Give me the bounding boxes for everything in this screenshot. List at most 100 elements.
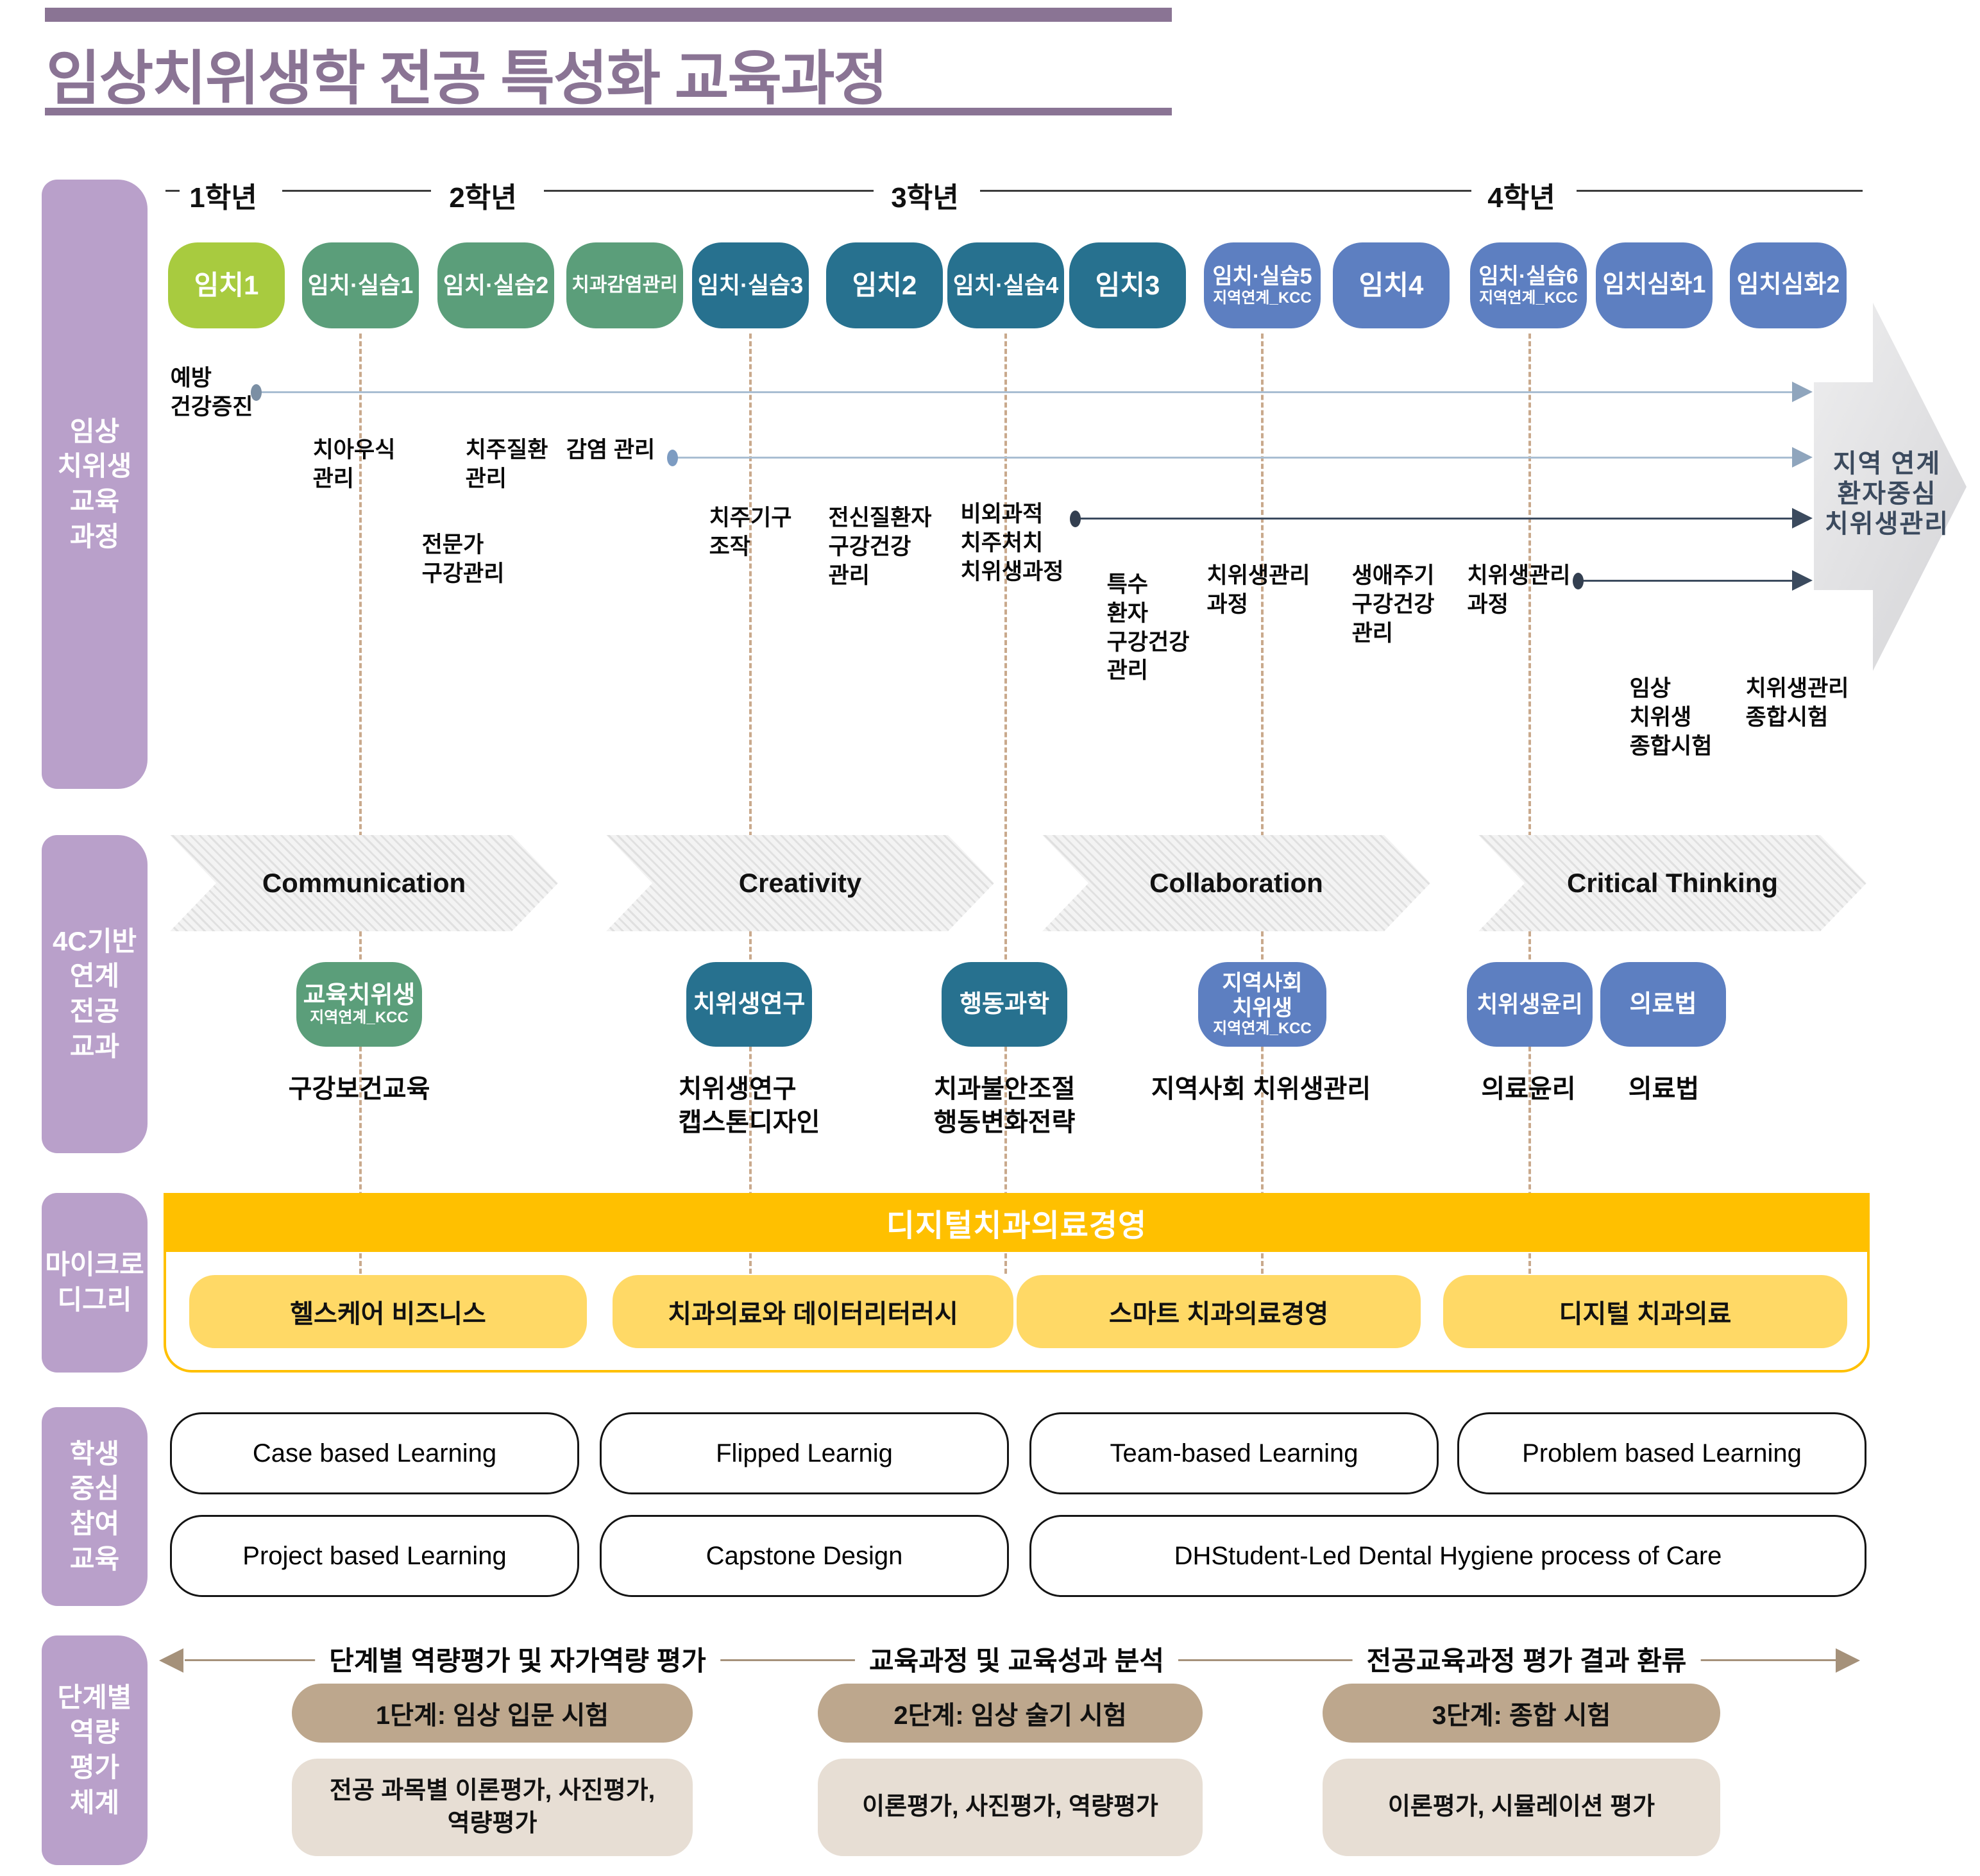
dashed-guide-line	[1528, 334, 1531, 1274]
course-pill: 임치·실습4	[947, 242, 1064, 328]
stage-description: 이론평가, 시뮬레이션 평가	[1323, 1759, 1720, 1856]
outcome-arrow-label: 지역 연계 환자중심 치위생관리	[1825, 450, 1949, 539]
timeline-topic: 치주기구 조작	[709, 505, 792, 559]
course-pill: 임치2	[826, 242, 943, 328]
timeline-line	[1077, 518, 1795, 520]
sidebar-4c-courses: 4C기반 연계 전공 교과	[42, 835, 148, 1153]
fourc-pill: 교육치위생 지역연계_KCC	[296, 962, 422, 1047]
fourc-pill: 치위생연구	[686, 962, 812, 1047]
course-pill: 임치·실습6 지역연계_KCC	[1470, 242, 1587, 328]
sidebar-micro-degree: 마이크로 디그리	[42, 1193, 148, 1373]
stage-pill: 3단계: 종합 시험	[1323, 1684, 1720, 1743]
arrow-left-icon	[159, 1648, 183, 1673]
flow-label: 전공교육과정 평가 결과 환류	[1352, 1639, 1701, 1678]
flow-label: 단계별 역량평가 및 자가역량 평가	[315, 1639, 720, 1678]
stage-description: 이론평가, 사진평가, 역량평가	[818, 1759, 1203, 1856]
stage-description: 전공 과목별 이론평가, 사진평가, 역량평가	[292, 1759, 693, 1856]
timeline-topic: 특수 환자 구강건강 관리	[1106, 572, 1190, 684]
year-4: 4학년	[1487, 182, 1555, 214]
exam-label: 임상 치위생 종합시험	[1629, 676, 1713, 759]
course-label: 임치2	[852, 269, 917, 300]
course-pill: 임치·실습2	[437, 242, 554, 328]
sidebar-clinical-curriculum: 임상 치위생 교육 과정	[42, 180, 148, 789]
course-label: 임치1	[194, 269, 259, 300]
year-rule	[1577, 190, 1863, 192]
stage-pill: 1단계: 임상 입문 시험	[292, 1684, 693, 1743]
course-sublabel: 지역연계_KCC	[1479, 289, 1578, 307]
page-title: 임상치위생학 전공 특성화 교육과정	[46, 46, 888, 112]
course-pill: 임치·실습3	[692, 242, 809, 328]
micro-degree-pill: 치과의료와 데이터리터러시	[613, 1275, 1013, 1348]
fourc-pill-label: 지역사회 치위생	[1222, 971, 1303, 1020]
course-label: 치과감염관리	[571, 274, 678, 296]
dashed-guide-line	[749, 334, 752, 1274]
course-sublabel: 지역연계_KCC	[1213, 289, 1312, 307]
timeline-topic: 생애주기 구강건강 관리	[1351, 563, 1435, 646]
learning-box: Flipped Learnig	[600, 1412, 1009, 1494]
chevron-communication: Communication	[170, 835, 558, 931]
title-bottom-rule	[45, 108, 1172, 115]
year-rule	[282, 190, 431, 192]
timeline-dot	[1573, 573, 1584, 589]
chevron-critical-thinking: Critical Thinking	[1478, 835, 1866, 931]
arrowhead-icon	[1792, 570, 1813, 591]
fourc-pill: 의료법	[1600, 962, 1726, 1047]
fourc-pill-label: 치위생윤리	[1477, 990, 1583, 1017]
year-3: 3학년	[891, 182, 959, 214]
dashed-guide-line	[359, 334, 362, 1274]
flow-label: 교육과정 및 교육성과 분석	[854, 1639, 1179, 1678]
timeline-topic: 치위생관리 과정	[1206, 563, 1310, 617]
timeline-line	[674, 457, 1795, 459]
course-label: 임치·실습1	[307, 272, 414, 299]
micro-degree-pill: 스마트 치과의료경영	[1017, 1275, 1421, 1348]
arrowhead-icon	[1792, 382, 1813, 402]
title-top-rule	[45, 8, 1172, 22]
timeline-topic: 예방 건강증진	[170, 366, 253, 419]
course-label: 임치·실습5	[1212, 264, 1312, 289]
dashed-guide-line	[1004, 334, 1007, 1274]
year-rule	[165, 190, 180, 192]
sidebar-student-centered: 학생 중심 참여 교육	[42, 1407, 148, 1606]
course-pill: 임치심화2	[1730, 242, 1847, 328]
fourc-pill-label: 의료법	[1629, 990, 1697, 1018]
course-label: 임치·실습2	[443, 272, 549, 299]
course-pill: 임치1	[168, 242, 285, 328]
fourc-caption: 의료법	[1628, 1075, 1700, 1103]
micro-degree-container	[164, 1193, 1870, 1373]
timeline-topic: 전문가 구강관리	[421, 532, 505, 586]
arrowhead-icon	[1792, 447, 1813, 468]
fourc-pill: 치위생윤리	[1467, 962, 1593, 1047]
micro-degree-pill: 헬스케어 비즈니스	[189, 1275, 587, 1348]
course-pill: 임치·실습1	[302, 242, 419, 328]
timeline-topic: 감염 관리	[566, 437, 656, 462]
fourc-pill-label: 행동과학	[960, 990, 1049, 1018]
learning-box: Capstone Design	[600, 1515, 1009, 1597]
fourc-pill: 지역사회 치위생 지역연계_KCC	[1198, 962, 1326, 1047]
learning-box: Team-based Learning	[1029, 1412, 1439, 1494]
learning-box: Case based Learning	[170, 1412, 579, 1494]
course-pill: 임치심화1	[1596, 242, 1713, 328]
learning-box: Problem based Learning	[1457, 1412, 1866, 1494]
timeline-line	[257, 391, 1795, 393]
sidebar-evaluation-system: 단계별 역량 평가 체계	[42, 1635, 148, 1865]
course-label: 임치4	[1358, 269, 1424, 300]
exam-label: 치위생관리 종합시험	[1745, 676, 1849, 730]
timeline-topic: 비외과적 치주처치 치위생과정	[960, 502, 1064, 584]
course-pill: 치과감염관리	[566, 242, 683, 328]
year-1: 1학년	[189, 182, 257, 214]
fourc-caption: 치과불안조절 행동변화전략	[933, 1075, 1076, 1137]
fourc-caption: 구강보건교육	[288, 1075, 430, 1103]
timeline-dot	[1070, 511, 1081, 527]
fourc-pill-sublabel: 지역연계_KCC	[1213, 1019, 1312, 1037]
year-2: 2학년	[449, 182, 517, 214]
course-label: 임치·실습4	[952, 272, 1059, 299]
timeline-dot	[251, 384, 262, 401]
timeline-topic: 치아우식 관리	[312, 437, 396, 491]
arrowhead-icon	[1792, 508, 1813, 528]
fourc-pill-sublabel: 지역연계_KCC	[310, 1008, 409, 1026]
timeline-dot	[667, 450, 678, 466]
fourc-pill-label: 교육치위생	[303, 982, 416, 1010]
learning-box: DHStudent-Led Dental Hygiene process of …	[1029, 1515, 1866, 1597]
course-label: 임치심화2	[1736, 271, 1840, 299]
